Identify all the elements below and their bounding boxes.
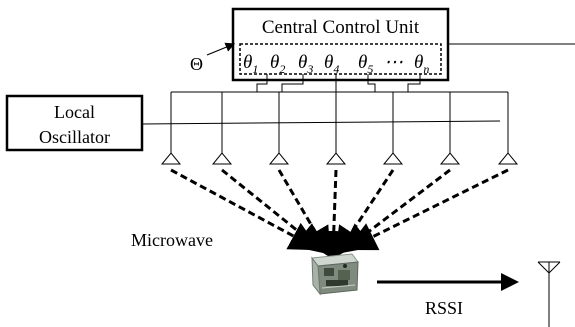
microwave-beam-arrow [335,169,395,258]
antenna-icon [160,152,182,165]
phase-label: θ4 [324,52,339,76]
phase-label-subscript: 2 [279,62,285,76]
antenna-icon [211,152,233,165]
antenna-icon [325,152,347,165]
theta-input-label: Θ [190,54,203,74]
microwave-beams [170,168,509,261]
feed-network [171,74,508,93]
antenna-array [160,152,519,165]
oscillator-bus-line [141,120,501,125]
local-oscillator: Local Oscillator [5,94,144,152]
local-oscillator-label-line1: Local [54,102,95,122]
phase-label-subscript: 5 [367,62,373,76]
receiver-antenna-icon [537,261,561,327]
phase-label-base: θ [270,52,279,73]
phase-label-base: θ [324,52,333,73]
phase-label-subscript: 3 [306,62,313,76]
phase-label-base: θ [298,52,307,73]
antenna-icon [382,152,404,165]
microwave-label: Microwave [131,230,213,250]
phase-label-base: θ [414,52,423,73]
local-oscillator-box [5,94,144,152]
antenna-icon [439,152,461,165]
phase-label: θn [414,52,429,76]
phase-label: θ2 [270,52,285,76]
phase-label-base: θ [358,52,367,73]
central-control-unit-title: Central Control Unit [262,17,420,38]
antenna-icon [497,152,519,165]
phase-label-base: ⋯ [384,52,403,73]
phase-label-subscript: 4 [333,62,339,76]
antenna-feed-lines [170,92,509,153]
local-oscillator-label-line2: Oscillator [39,127,110,147]
microwave-beam-arrow [345,168,509,251]
microwave-beam-arrow [277,169,331,258]
antenna-icon [268,152,290,165]
phase-shifter-dashed-box [239,43,442,75]
microwave-beam-arrow [221,168,327,254]
rssi-label: RSSI [425,298,463,318]
microwave-beam-arrow [339,168,451,254]
phase-label: θ1 [243,52,258,76]
sensor-node-image [311,253,359,296]
theta-input-arrow [206,42,236,56]
phase-label-subscript: n [423,62,429,76]
phase-label: θ5 [358,52,373,76]
phase-label: ⋯ [384,52,403,73]
phase-label: θ3 [298,52,313,76]
microwave-beam-arrow [170,168,320,251]
phase-label-base: θ [243,52,252,73]
phase-label-subscript: 1 [252,62,258,76]
microwave-beam-arrow [318,169,349,261]
